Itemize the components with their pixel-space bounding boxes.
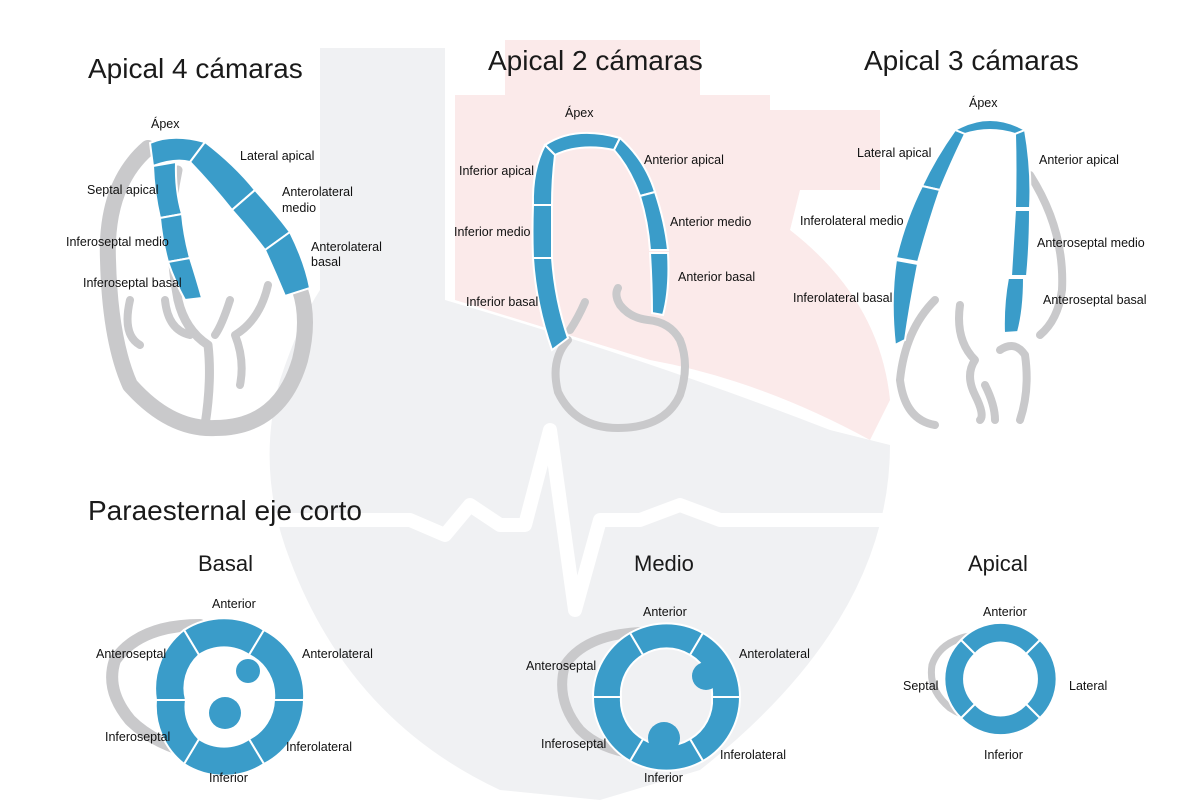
- a2c-valve: [566, 298, 589, 334]
- sax-apical-label-septal: Septal: [903, 679, 938, 693]
- a4c-label-anterolateral-medio-1: Anterolateral: [282, 185, 353, 199]
- a3c-outer-wall: [1026, 171, 1067, 339]
- a3c-seg-anteroseptal-medio: [1009, 209, 1032, 277]
- a2c-label-anterior-medio: Anterior medio: [670, 215, 751, 229]
- a4c-outer-wall: [99, 140, 313, 437]
- a3c-label-anteroseptal-medio: Anteroseptal medio: [1037, 236, 1145, 250]
- title-apical-4-camaras: Apical 4 cámaras: [88, 53, 303, 84]
- a4c-seg-anterolateral-basal: [263, 230, 312, 298]
- sax-medio-rv-wall: [557, 627, 645, 760]
- a4c-valve-left: [123, 296, 194, 349]
- sax-basal-ring: [154, 617, 306, 777]
- a3c-seg-lateral-apical: [920, 128, 967, 192]
- a4c-label-anterolateral-basal-2: basal: [311, 255, 341, 269]
- a2c-view: Ápex Inferior apical Anterior apical Ant…: [454, 105, 755, 432]
- a2c-seg-anterior-basal: [648, 252, 670, 317]
- a4c-label-anterolateral-medio-2: medio: [282, 201, 316, 215]
- a2c-atrium-wall: [551, 284, 689, 432]
- sax-basal-label-anterolateral: Anterolateral: [302, 647, 373, 661]
- a4c-label-septal-apical: Septal apical: [87, 183, 159, 197]
- a2c-label-apex: Ápex: [565, 105, 594, 120]
- sax-basal-label-anterior: Anterior: [212, 597, 256, 611]
- a3c-label-lateral-apical: Lateral apical: [857, 146, 931, 160]
- sax-apical-label-anterior: Anterior: [983, 605, 1027, 619]
- title-apical-3-camaras: Apical 3 cámaras: [864, 45, 1079, 76]
- sax-basal-title: Basal: [198, 551, 253, 576]
- a3c-label-apex: Ápex: [969, 95, 998, 110]
- sax-medio-seg-anteroseptal: [591, 631, 645, 698]
- a3c-lower-chambers: [896, 296, 1031, 429]
- a2c-seg-anterior-medio: [638, 190, 670, 251]
- a3c-seg-apex: [952, 119, 1028, 136]
- a3c-label-anterior-apical: Anterior apical: [1039, 153, 1119, 167]
- sax-basal-label-inferior: Inferior: [209, 771, 248, 785]
- a3c-seg-anterior-apical: [1013, 128, 1032, 209]
- title-apical-2-camaras: Apical 2 cámaras: [488, 45, 703, 76]
- sax-medio-ring: [591, 622, 742, 772]
- a4c-label-anterolateral-basal-1: Anterolateral: [311, 240, 382, 254]
- a4c-label-apex: Ápex: [151, 116, 180, 131]
- a2c-label-inferior-basal: Inferior basal: [466, 295, 538, 309]
- sax-medio-label-anterolateral: Anterolateral: [739, 647, 810, 661]
- a4c-valve-right: [211, 281, 272, 389]
- a2c-label-inferior-apical: Inferior apical: [459, 164, 534, 178]
- sax-apical-title: Apical: [968, 551, 1028, 576]
- sax-basal-label-inferolateral: Inferolateral: [286, 740, 352, 754]
- a2c-label-inferior-medio: Inferior medio: [454, 225, 530, 239]
- background-ecg-line: [250, 423, 900, 617]
- sax-medio-title: Medio: [634, 551, 694, 576]
- sax-medio-papillary-posterior: [648, 722, 680, 754]
- a2c-label-anterior-apical: Anterior apical: [644, 153, 724, 167]
- a4c-label-inferoseptal-medio: Inferoseptal medio: [66, 235, 169, 249]
- sax-medio-label-inferolateral: Inferolateral: [720, 748, 786, 762]
- sax-medio-label-anteroseptal: Anteroseptal: [526, 659, 596, 673]
- a4c-view: Ápex Lateral apical Septal apical Antero…: [66, 116, 382, 437]
- a4c-label-lateral-apical: Lateral apical: [240, 149, 314, 163]
- sax-apical-ring: [943, 621, 1058, 737]
- a3c-seg-inferolateral-basal: [891, 258, 920, 347]
- a4c-label-inferoseptal-basal: Inferoseptal basal: [83, 276, 182, 290]
- a2c-seg-inferior-medio: [531, 204, 553, 259]
- sax-basal-label-inferoseptal: Inferoseptal: [105, 730, 170, 744]
- title-paraesternal-eje-corto: Paraesternal eje corto: [88, 495, 362, 526]
- sax-apical-seg-anterior: [959, 621, 1042, 656]
- a3c-seg-anteroseptal-basal: [1002, 277, 1026, 335]
- a2c-label-anterior-basal: Anterior basal: [678, 270, 755, 284]
- a3c-label-anteroseptal-basal: Anteroseptal basal: [1043, 293, 1147, 307]
- sax-basal-view: Basal Anterior Anteroseptal Anterolatera…: [96, 551, 373, 785]
- a3c-label-inferolateral-basal: Inferolateral basal: [793, 291, 892, 305]
- sax-apical-seg-septal: [943, 638, 977, 720]
- sax-basal-papillary-anterior: [236, 659, 260, 683]
- sax-apical-seg-inferior: [959, 702, 1042, 737]
- sax-basal-rv-wall: [106, 619, 206, 761]
- sax-apical-view: Apical Anterior Septal Lateral Inferior: [903, 551, 1107, 762]
- sax-medio-view: Medio Anterior Anteroseptal Anterolatera…: [526, 551, 810, 785]
- a3c-seg-inferolateral-medio: [894, 184, 942, 264]
- sax-medio-papillary-anterior: [692, 662, 720, 690]
- sax-basal-seg-anteroseptal: [154, 628, 201, 701]
- a3c-view: Ápex Lateral apical Anterior apical Infe…: [793, 95, 1147, 429]
- sax-medio-label-inferoseptal: Inferoseptal: [541, 737, 606, 751]
- sax-basal-papillary-posterior: [209, 697, 241, 729]
- background-heart: [250, 40, 900, 800]
- a2c-seg-inferior-basal: [531, 257, 570, 352]
- a3c-label-inferolateral-medio: Inferolateral medio: [800, 214, 904, 228]
- sax-basal-label-anteroseptal: Anteroseptal: [96, 647, 166, 661]
- sax-medio-label-anterior: Anterior: [643, 605, 687, 619]
- a4c-seg-inferoseptal-basal: [166, 256, 204, 302]
- sax-apical-label-inferior: Inferior: [984, 748, 1023, 762]
- background-heart-body: [269, 48, 890, 800]
- sax-medio-label-inferior: Inferior: [644, 771, 683, 785]
- sax-apical-label-lateral: Lateral: [1069, 679, 1107, 693]
- sax-apical-seg-lateral: [1024, 638, 1058, 720]
